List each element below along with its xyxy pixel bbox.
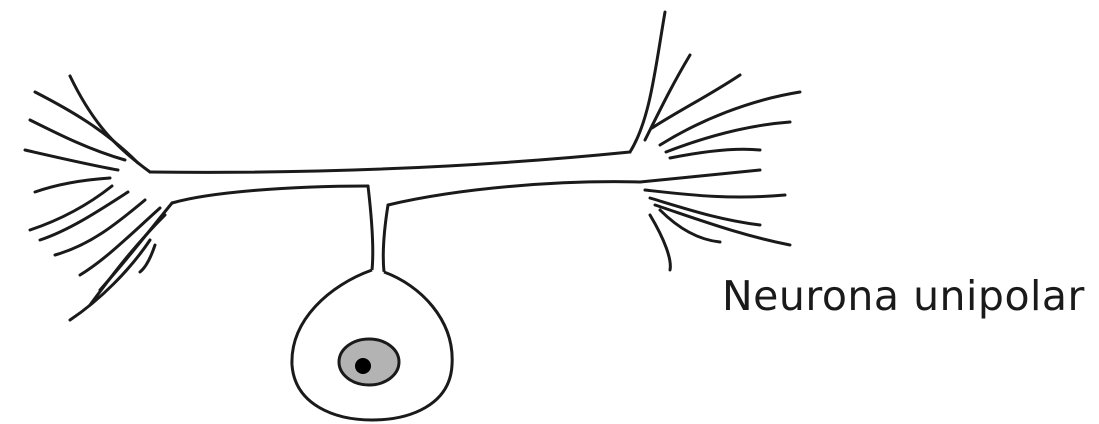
neuron-stem xyxy=(368,186,388,272)
nucleolus xyxy=(355,358,371,374)
axon-process xyxy=(150,152,640,205)
right-dendrites xyxy=(630,12,800,270)
left-dendrites xyxy=(25,76,172,320)
neuron-label: Neurona unipolar xyxy=(722,272,1085,320)
